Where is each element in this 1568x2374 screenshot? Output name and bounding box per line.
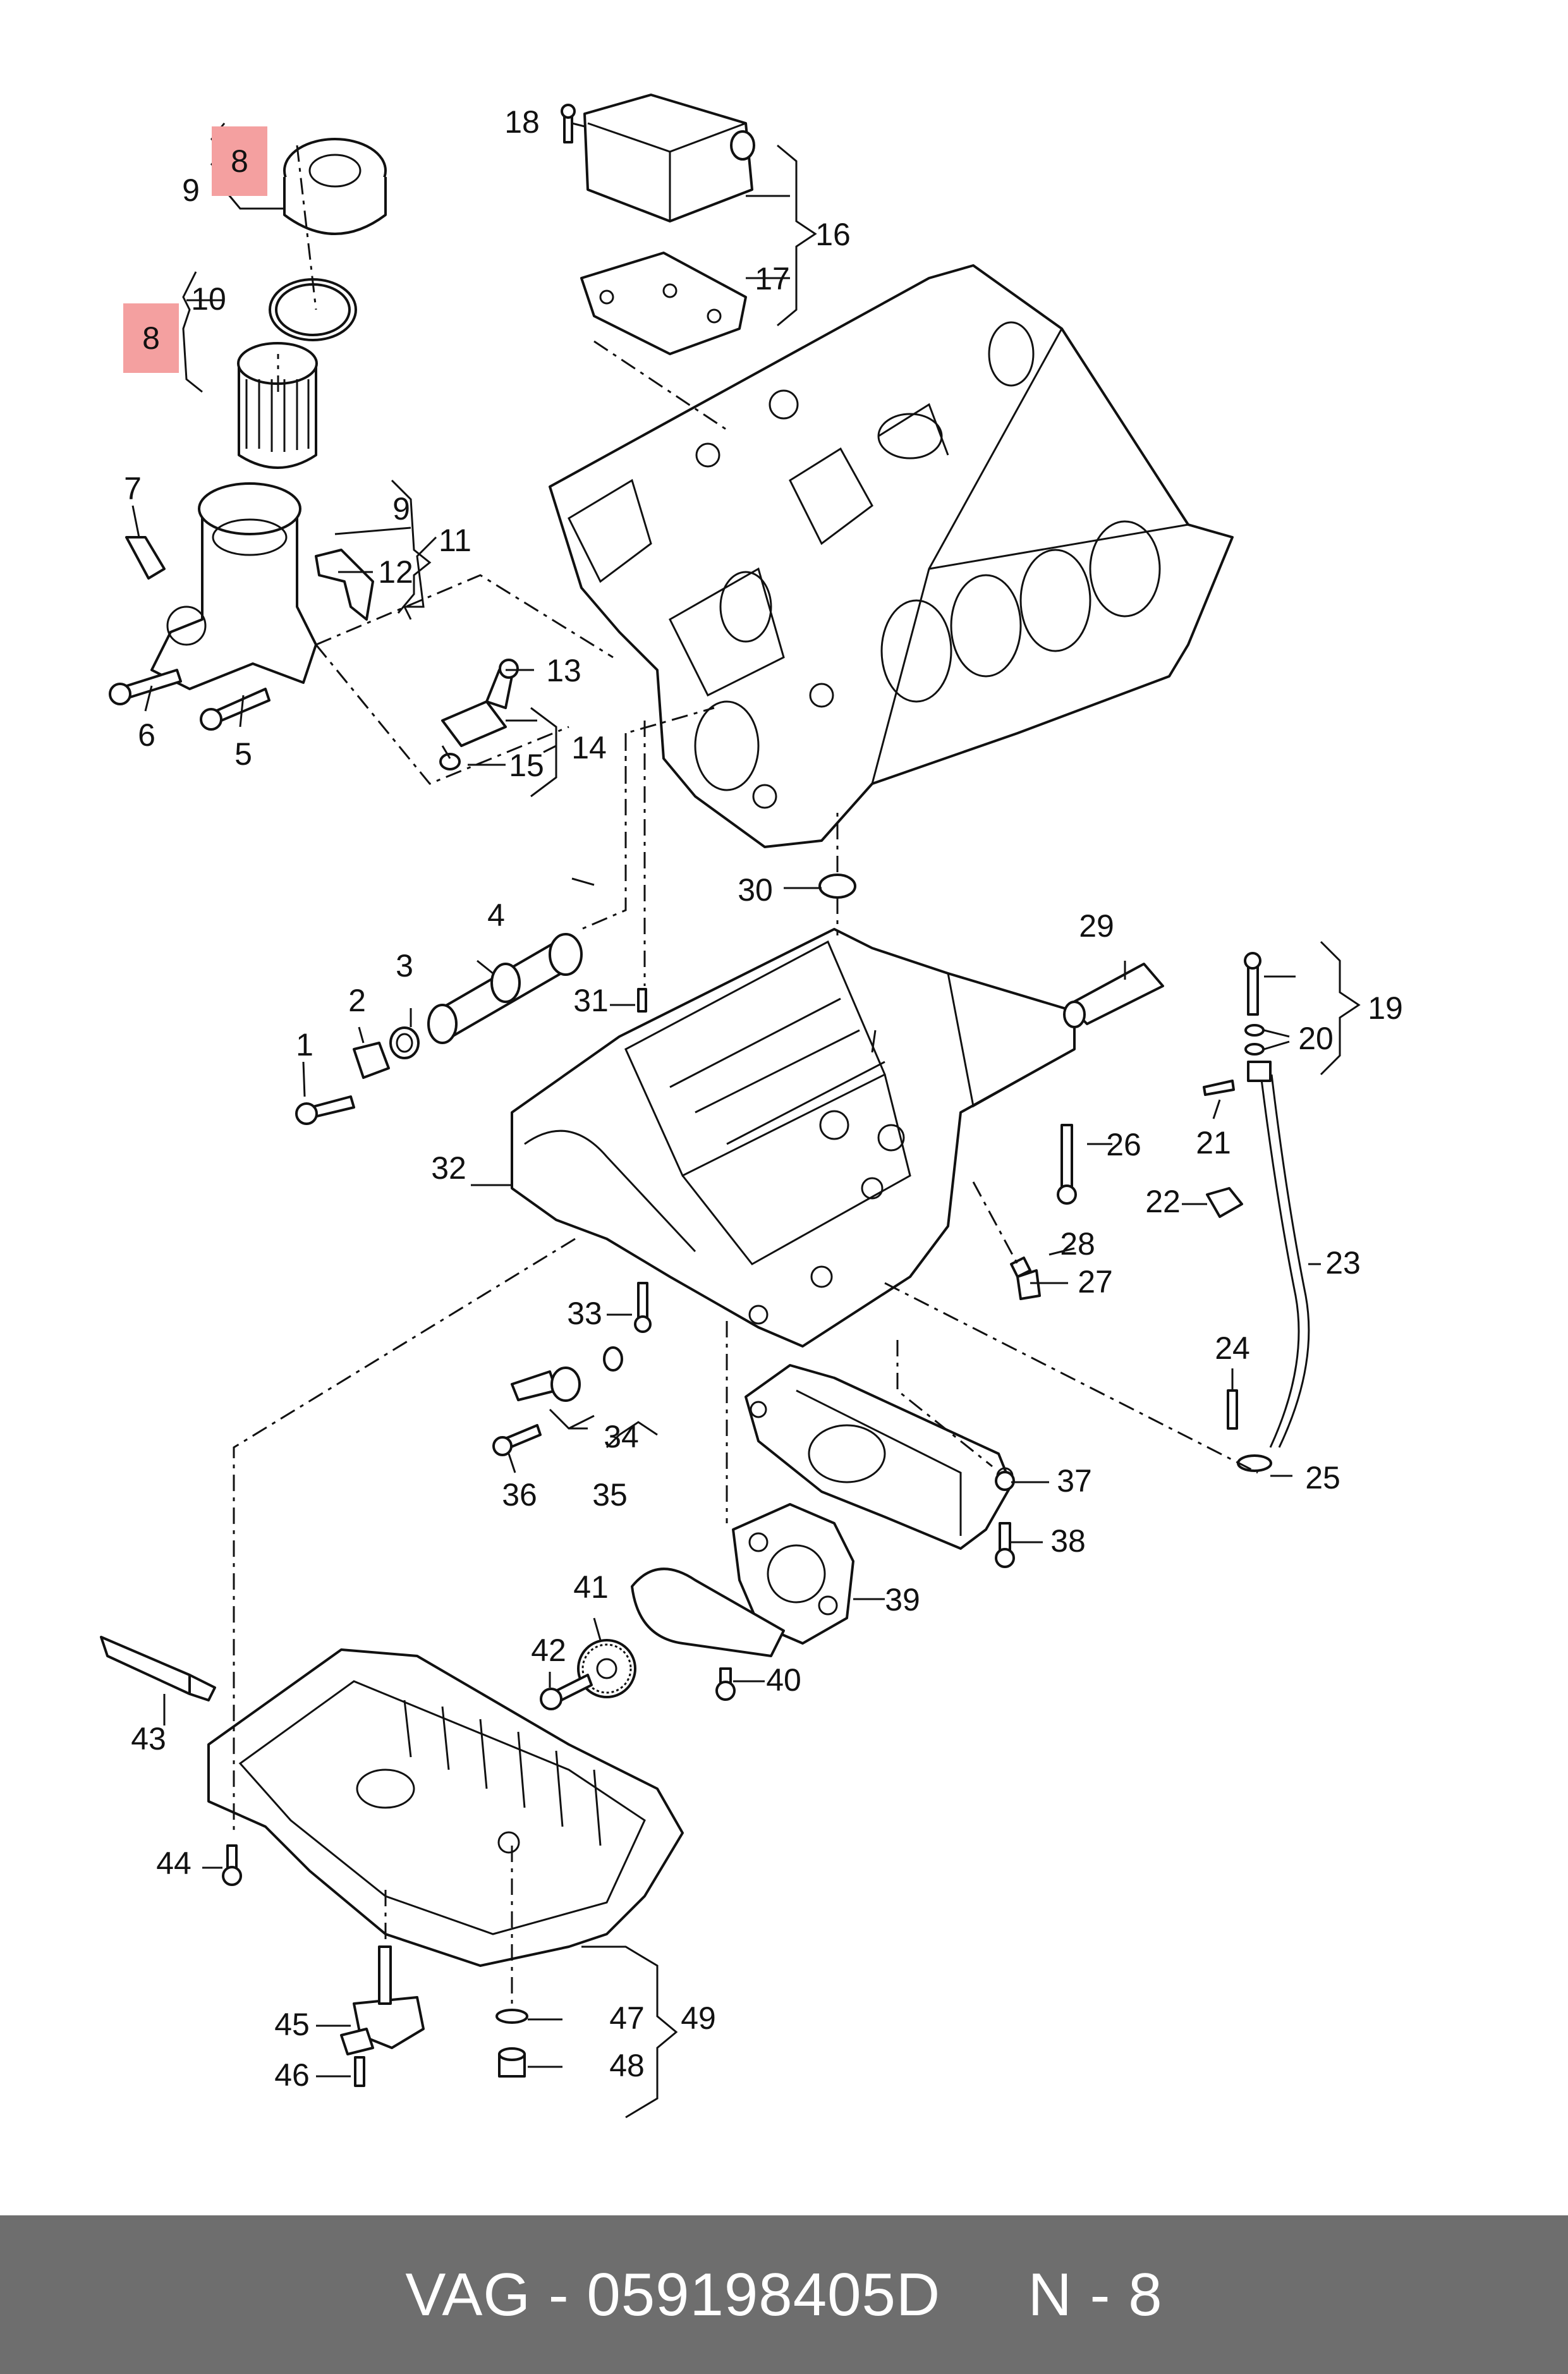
callout-9-top: 9 [182, 173, 200, 208]
callout-34: 34 [604, 1419, 639, 1454]
assembly-lines [233, 145, 1258, 2010]
oil-cooler-assembly [561, 94, 755, 355]
callout-5: 5 [234, 736, 252, 772]
lower-oil-pan [207, 1648, 684, 1967]
callout-47: 47 [609, 2000, 645, 2036]
callout-46: 46 [274, 2057, 310, 2093]
callout-31: 31 [573, 983, 609, 1018]
oil-level-sensor [439, 659, 519, 770]
sealant-tubes [100, 963, 1164, 1701]
callout-8-top: 8 [231, 143, 248, 179]
callout-17: 17 [755, 261, 790, 296]
balance-shaft-assembly [295, 933, 583, 1125]
callout-15: 15 [509, 748, 544, 783]
callout-32: 32 [431, 1150, 466, 1186]
callout-37: 37 [1057, 1463, 1092, 1499]
callout-3: 3 [396, 948, 413, 983]
callout-28: 28 [1060, 1226, 1095, 1262]
part-number-text: VAG - 059198405D N - 8 [405, 2260, 1163, 2328]
part-number-footer: VAG - 059198405D N - 8 [0, 2215, 1568, 2374]
callout-13: 13 [546, 653, 581, 688]
callout-7: 7 [124, 471, 142, 506]
callout-16: 16 [815, 217, 851, 252]
exploded-parts-diagram: 1 2 3 4 5 6 7 8 8 9 9 10 11 12 13 14 15 … [100, 94, 1403, 2119]
callout-10: 10 [191, 281, 226, 317]
engine-block [549, 264, 1234, 848]
callout-19: 19 [1368, 990, 1403, 1026]
callout-44: 44 [156, 1846, 191, 1881]
callout-21: 21 [1196, 1125, 1231, 1160]
callout-41: 41 [573, 1569, 609, 1605]
callout-35: 35 [592, 1477, 628, 1513]
upper-oil-pan [511, 928, 1076, 1348]
callout-4: 4 [487, 898, 505, 933]
callout-29: 29 [1079, 908, 1114, 944]
callout-25: 25 [1305, 1460, 1340, 1495]
callout-48: 48 [609, 2048, 645, 2083]
callout-11: 11 [439, 523, 471, 558]
callout-40: 40 [766, 1662, 801, 1698]
fasteners [222, 874, 1077, 2087]
callout-2: 2 [348, 983, 366, 1018]
callout-26: 26 [1106, 1127, 1141, 1162]
highlight-box-8-left [123, 303, 179, 373]
callout-24: 24 [1215, 1330, 1250, 1366]
callout-33: 33 [567, 1296, 602, 1331]
callout-39: 39 [885, 1582, 920, 1617]
callout-8-left: 8 [142, 320, 160, 356]
leader-lines [131, 122, 1361, 2119]
callout-27: 27 [1078, 1264, 1113, 1300]
callout-9-mid: 9 [392, 491, 410, 527]
callout-12: 12 [378, 554, 413, 590]
highlight-box-8-top [212, 126, 267, 196]
callout-23: 23 [1325, 1245, 1361, 1281]
callout-49: 49 [681, 2000, 716, 2036]
callout-18: 18 [504, 104, 540, 140]
oil-baffle [744, 1364, 1014, 1550]
callout-42: 42 [531, 1633, 566, 1668]
callout-43: 43 [131, 1721, 166, 1756]
callout-14: 14 [571, 730, 607, 765]
callout-38: 38 [1050, 1523, 1086, 1559]
callout-22: 22 [1145, 1184, 1181, 1219]
callout-30: 30 [738, 872, 773, 908]
callout-45: 45 [274, 2007, 310, 2042]
callout-labels: 1 2 3 4 5 6 7 8 8 9 9 10 11 12 13 14 15 … [124, 104, 1403, 2093]
oil-filter-housing [109, 138, 387, 731]
dipstick-tube [1203, 952, 1310, 1472]
callout-36: 36 [502, 1477, 537, 1513]
callout-1: 1 [296, 1027, 313, 1062]
oil-pump [540, 1503, 854, 1710]
callout-6: 6 [138, 717, 155, 753]
callout-20: 20 [1298, 1021, 1334, 1056]
